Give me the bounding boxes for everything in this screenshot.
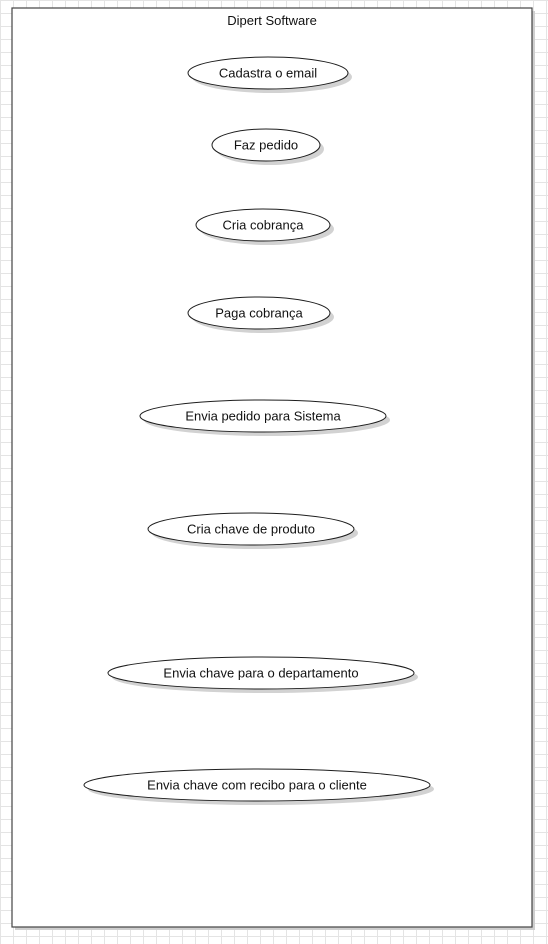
uc-cadastra-email[interactable]: Cadastra o email [187,56,352,93]
uc-envia-pedido-sistema-label: Envia pedido para Sistema [185,409,341,424]
uc-cadastra-email-ellipse[interactable] [187,56,349,90]
uc-faz-pedido[interactable]: Faz pedido [211,128,324,165]
uc-envia-chave-recibo-cliente-label: Envia chave com recibo para o cliente [147,778,367,793]
uc-envia-chave-recibo-cliente-ellipse[interactable] [83,768,431,802]
uc-envia-chave-departamento-ellipse[interactable] [107,656,415,690]
uc-cria-cobranca-label: Cria cobrança [223,218,305,233]
system-boundary-title: Dipert Software [227,13,317,28]
uc-faz-pedido-ellipse[interactable] [211,128,321,162]
uc-cria-cobranca-ellipse[interactable] [195,208,331,242]
uc-cria-cobranca[interactable]: Cria cobrança [195,208,334,245]
uc-faz-pedido-label: Faz pedido [234,138,298,153]
uc-envia-pedido-sistema[interactable]: Envia pedido para Sistema [139,399,390,436]
uc-paga-cobranca-label: Paga cobrança [215,306,303,321]
uc-cadastra-email-label: Cadastra o email [219,66,317,81]
uc-envia-chave-departamento[interactable]: Envia chave para o departamento [107,656,418,693]
uc-cria-chave-produto-ellipse[interactable] [147,512,355,546]
uc-envia-pedido-sistema-ellipse[interactable] [139,399,387,433]
uc-envia-chave-recibo-cliente[interactable]: Envia chave com recibo para o cliente [83,768,434,805]
uc-paga-cobranca[interactable]: Paga cobrança [187,296,334,333]
uc-paga-cobranca-ellipse[interactable] [187,296,331,330]
uc-cria-chave-produto-label: Cria chave de produto [187,522,315,537]
uc-cria-chave-produto[interactable]: Cria chave de produto [147,512,358,549]
uc-envia-chave-departamento-label: Envia chave para o departamento [163,666,358,681]
